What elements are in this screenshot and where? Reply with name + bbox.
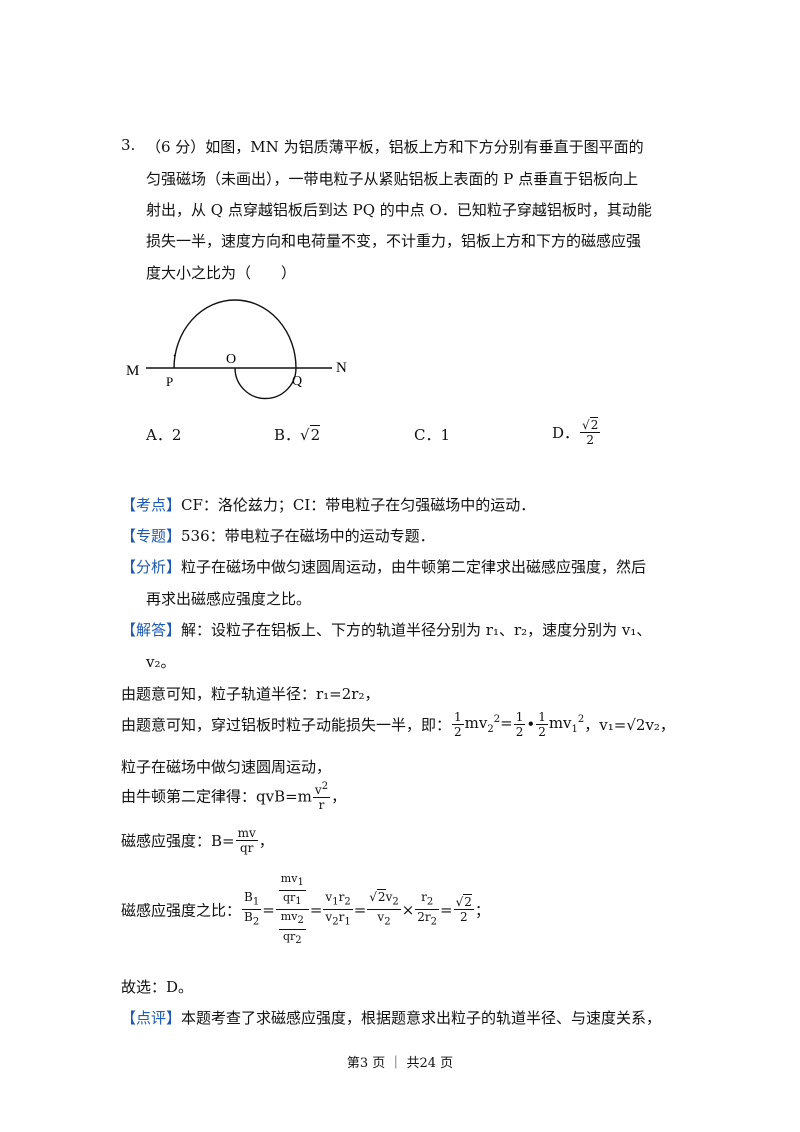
option-b-radicand: 2 <box>309 425 321 444</box>
option-c: C．1 <box>414 426 451 444</box>
kaodian-row: 【考点】CF：洛伦兹力；CI：带电粒子在匀强磁场中的运动． <box>121 494 535 515</box>
step-2-prefix: 由题意可知，穿过铝板时粒子动能损失一半，即： <box>121 716 452 734</box>
dianping-tag: 【点评】 <box>121 1009 182 1027</box>
lower-semicircle <box>234 367 297 400</box>
step-4-prefix: 由牛顿第二定律得：qvB=m <box>121 787 312 806</box>
dianping-row: 【点评】本题考查了求磁感应强度，根据题意求出粒子的轨道半径、与速度关系， <box>121 1007 661 1028</box>
step-1: 由题意可知，粒子轨道半径：r₁=2r₂， <box>121 685 380 703</box>
question-line-3: 射出，从 Q 点穿越铝板后到达 PQ 的中点 O．已知粒子穿越铝板时，其动能 <box>146 201 652 219</box>
label-P: P <box>166 374 173 389</box>
fenxi-line-2: 再求出磁感应强度之比。 <box>146 590 312 608</box>
label-N: N <box>336 360 347 376</box>
zhuanti-text: 536：带电粒子在磁场中的运动专题． <box>181 527 435 545</box>
sqrt-icon: √ <box>300 426 310 444</box>
kaodian-tag: 【考点】 <box>121 496 182 514</box>
step-6-prefix: 磁感应强度之比： <box>121 901 242 920</box>
label-O: O <box>226 352 236 367</box>
option-b-prefix: B． <box>274 426 301 444</box>
answer: 故选：D。 <box>121 978 194 996</box>
fenxi-tag: 【分析】 <box>121 558 182 576</box>
fenxi-line-1: 粒子在磁场中做匀速圆周运动，由牛顿第二定律求出磁感应强度，然后 <box>181 558 647 576</box>
dianping-text: 本题考查了求磁感应强度，根据题意求出粒子的轨道半径、与速度关系， <box>181 1009 662 1027</box>
question-number: 3. <box>121 136 136 154</box>
question-line-1: （6 分）如图，MN 为铝质薄平板，铝板上方和下方分别有垂直于图平面的 <box>146 138 644 156</box>
sqrt-icon: √ <box>582 418 590 432</box>
physics-figure: M N P O Q · <box>126 299 347 400</box>
question-line-5: 度大小之比为（ ） <box>146 264 297 282</box>
fenxi-row: 【分析】粒子在磁场中做匀速圆周运动，由牛顿第二定律求出磁感应强度，然后 <box>121 556 646 577</box>
label-Q: Q <box>292 374 302 389</box>
question-line-4: 损失一半，速度方向和电荷量不变，不计重力，铝板上方和下方的磁感应强 <box>146 232 642 250</box>
jieda-row: 【解答】解：设粒子在铝板上、下方的轨道半径分别为 r₁、r₂，速度分别为 v₁、 <box>121 619 651 640</box>
jieda-line-2: v₂。 <box>146 653 176 671</box>
zhuanti-row: 【专题】536：带电粒子在磁场中的运动专题． <box>121 525 435 546</box>
question-line-2: 匀强磁场（未画出），一带电粒子从紧贴铝板上表面的 P 点垂直于铝板向上 <box>146 170 639 188</box>
jieda-line-1: 解：设粒子在铝板上、下方的轨道半径分别为 r₁、r₂，速度分别为 v₁、 <box>181 621 652 639</box>
kaodian-text: CF：洛伦兹力；CI：带电粒子在匀强磁场中的运动． <box>181 496 536 514</box>
zhuanti-tag: 【专题】 <box>121 527 182 545</box>
page-footer: 第3 页 ｜ 共24 页 <box>346 1056 454 1071</box>
option-b: B．√2 <box>274 424 321 445</box>
option-d-prefix: D． <box>552 424 580 442</box>
step-2-tail: ，v₁=√2v₂， <box>584 716 675 734</box>
point-dot: · <box>172 348 177 365</box>
option-a: A．2 <box>146 426 182 444</box>
jieda-tag: 【解答】 <box>121 621 182 639</box>
label-M: M <box>126 363 139 379</box>
step-5-prefix: 磁感应强度：B= <box>121 832 235 850</box>
upper-semicircle <box>173 299 297 369</box>
step-3: 粒子在磁场中做匀速圆周运动， <box>121 758 332 776</box>
